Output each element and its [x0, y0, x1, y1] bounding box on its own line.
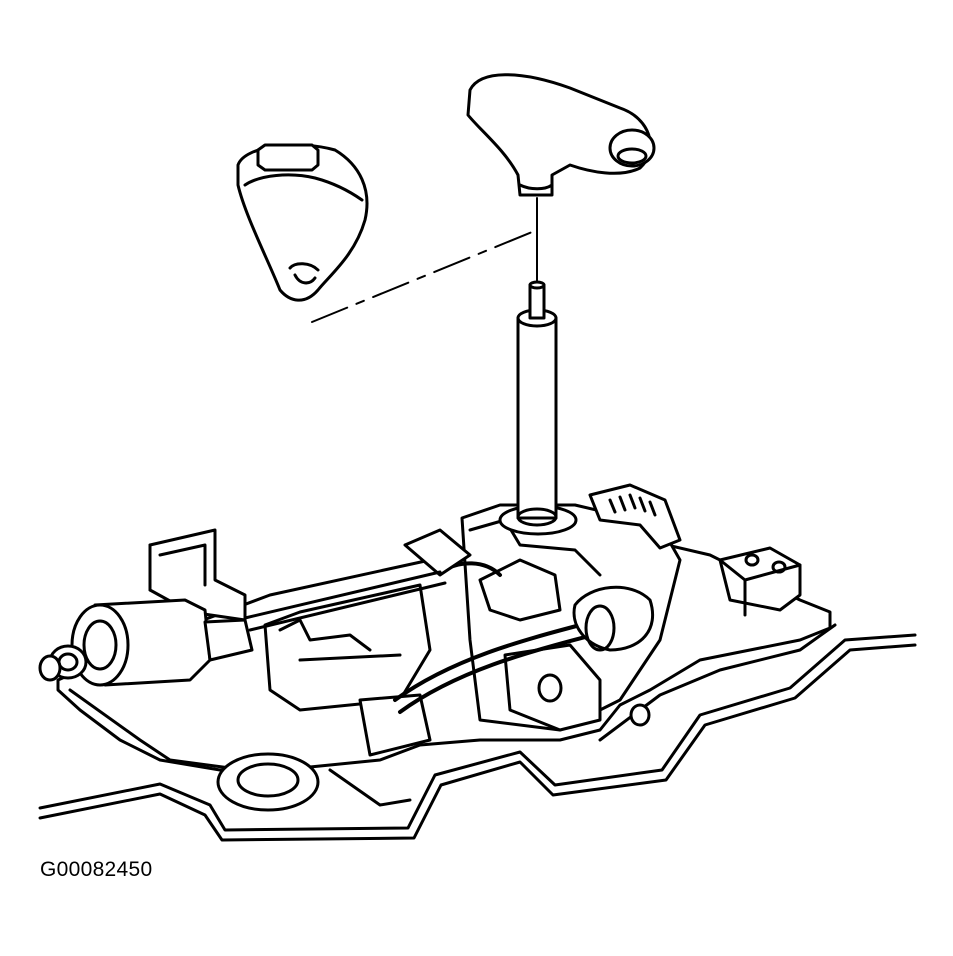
linkage-rod [243, 570, 447, 632]
figure-id-label: G00082450 [40, 858, 153, 881]
shift-lock-solenoid [38, 598, 254, 687]
knob-insert [236, 143, 369, 302]
alignment-line [311, 197, 538, 323]
shifter-shaft [498, 280, 578, 536]
lever-housing [460, 503, 682, 732]
rear-right-bracket [718, 546, 802, 617]
shift-knob [466, 73, 656, 197]
lower-mount-ring [216, 752, 412, 812]
front-left-bracket [148, 528, 247, 622]
shift-cable [393, 528, 655, 714]
floor-pan-outline [38, 633, 917, 842]
detent-spring [588, 483, 682, 550]
